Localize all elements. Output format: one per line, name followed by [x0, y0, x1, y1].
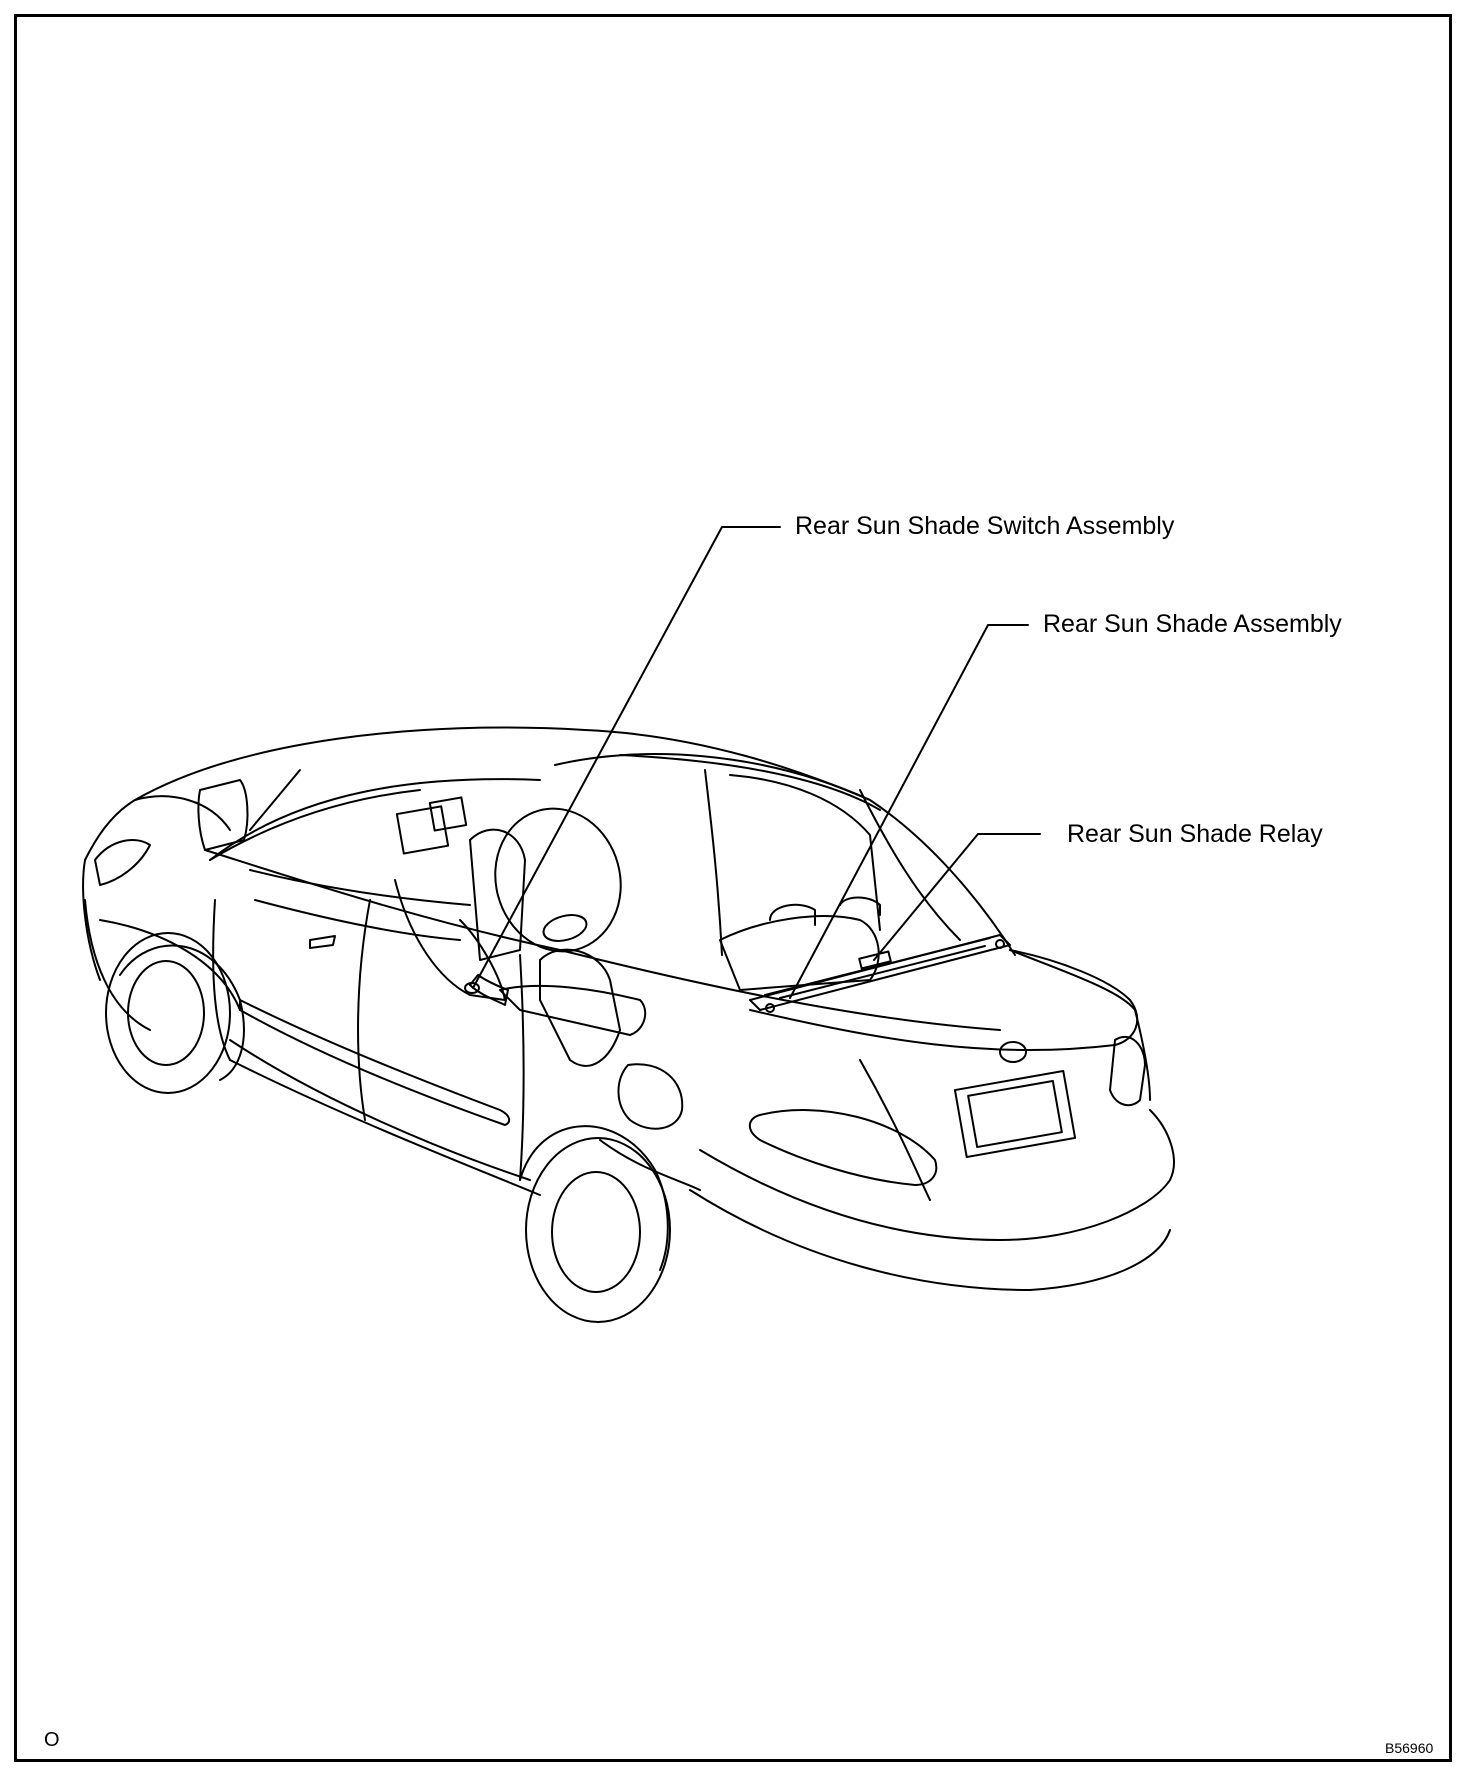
callout-relay: Rear Sun Shade Relay: [1067, 820, 1323, 848]
fuel-lid: [617, 1063, 684, 1130]
headlight: [94, 839, 151, 886]
callout-switch-assembly: Rear Sun Shade Switch Assembly: [795, 512, 1175, 540]
tail-light-left: [748, 1109, 938, 1186]
front-wheel: [105, 932, 231, 1094]
rear-headrest: [769, 903, 816, 926]
steering-hub: [542, 914, 588, 942]
trunk-top: [1009, 949, 1136, 1011]
tail-light-right: [1109, 1035, 1146, 1107]
rear-deck-line: [859, 1059, 931, 1201]
figure-code: B56960: [1385, 1740, 1434, 1756]
trunk-lid: [749, 949, 1139, 1052]
console-panel: [469, 974, 509, 1006]
license-plate-recess: [953, 1069, 1077, 1159]
body-bottom-line: [229, 1059, 541, 1196]
license-plate: [967, 1079, 1063, 1149]
windshield-left: [209, 789, 421, 861]
front-bumper: [84, 899, 151, 1031]
side-molding: [239, 999, 511, 1126]
door-split: [357, 899, 371, 1121]
roof-outline: [134, 726, 871, 801]
shade-mount-right: [995, 939, 1005, 949]
a-pillar: [249, 769, 301, 831]
front-door-edge: [212, 899, 231, 1061]
sun-shade-relay: [858, 950, 892, 970]
door-handle: [309, 935, 336, 949]
b-pillar: [704, 769, 723, 956]
figure-frame: [14, 14, 1452, 1762]
hood-top: [134, 795, 231, 831]
rear-bumper: [699, 1109, 1175, 1241]
armrest: [499, 984, 647, 1036]
side-mirror: [197, 779, 249, 851]
rear-lower-body: [599, 1139, 701, 1191]
rocker-panel: [229, 1039, 531, 1181]
body-top-line: [204, 849, 1001, 1031]
seat-back: [469, 828, 526, 961]
roof-front-edge: [209, 778, 541, 861]
center-display: [395, 805, 450, 855]
rear-bumper-bottom: [689, 1189, 1171, 1291]
rear-body-right: [1134, 1009, 1151, 1101]
rear-wheel-arch: [519, 1125, 669, 1271]
front-wheel-arch: [119, 944, 245, 1081]
center-vent: [428, 796, 468, 832]
dashboard: [249, 869, 471, 906]
front-wheel-rim: [127, 960, 205, 1066]
front-fender-line: [99, 919, 241, 1011]
sun-shade-rail-inner: [779, 945, 986, 999]
leader-relay: [873, 833, 1041, 961]
callout-shade-assembly: Rear Sun Shade Assembly: [1043, 610, 1342, 638]
switch-knob: [464, 982, 480, 994]
c-pillar-line: [859, 789, 961, 941]
rear-headrest-2: [839, 896, 881, 916]
shade-mount-left: [765, 1003, 775, 1013]
roof-rear-edge: [554, 753, 1016, 956]
hood-front: [82, 799, 136, 981]
sun-shade-rail: [764, 937, 991, 996]
rear-emblem: [999, 1041, 1027, 1063]
footer-left-mark: O: [44, 1729, 60, 1751]
rear-window-top: [619, 754, 881, 811]
rear-wheel: [525, 1137, 671, 1323]
dash-lower: [254, 899, 461, 941]
quarter-window: [729, 774, 881, 931]
center-console: [394, 879, 506, 1001]
rear-wheel-rim: [551, 1171, 641, 1293]
rear-door-edge: [519, 954, 525, 1181]
steering-wheel: [494, 807, 622, 953]
front-seat: [539, 948, 621, 1067]
leader-shade-assembly: [789, 624, 1029, 999]
leader-switch-assembly: [472, 526, 781, 989]
